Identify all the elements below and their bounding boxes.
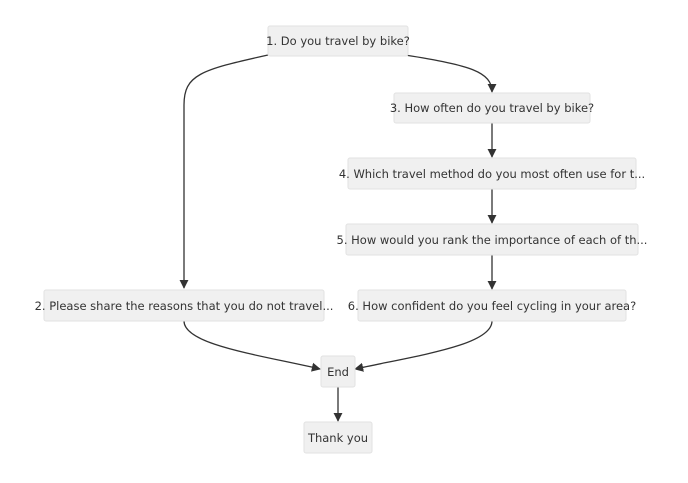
node-thanks: Thank you <box>303 421 373 454</box>
node-q6-label: 6. How confident do you feel cycling in … <box>348 299 636 313</box>
node-thanks-label: Thank you <box>307 431 368 445</box>
edge-q2-to-end <box>183 320 321 372</box>
node-q1-label: 1. Do you travel by bike? <box>266 34 410 48</box>
node-q4-label: 4. Which travel method do you most often… <box>339 167 645 181</box>
node-q2: 2. Please share the reasons that you do … <box>35 289 334 322</box>
node-end-label: End <box>327 365 349 379</box>
edge-q1-to-q3 <box>404 54 497 93</box>
edge-q6-to-end <box>354 320 493 372</box>
node-q3-label: 3. How often do you travel by bike? <box>390 101 594 115</box>
edge-q1-to-q2 <box>179 54 269 289</box>
node-q5: 5. How would you rank the importance of … <box>337 223 648 256</box>
node-q5-label: 5. How would you rank the importance of … <box>337 233 648 247</box>
node-q1: 1. Do you travel by bike? <box>266 25 410 57</box>
node-q2-label: 2. Please share the reasons that you do … <box>35 299 334 313</box>
node-end: End <box>320 355 356 388</box>
edges <box>179 54 497 422</box>
node-q4: 4. Which travel method do you most often… <box>339 157 645 190</box>
node-q3: 3. How often do you travel by bike? <box>390 92 594 124</box>
node-q6: 6. How confident do you feel cycling in … <box>348 289 636 322</box>
